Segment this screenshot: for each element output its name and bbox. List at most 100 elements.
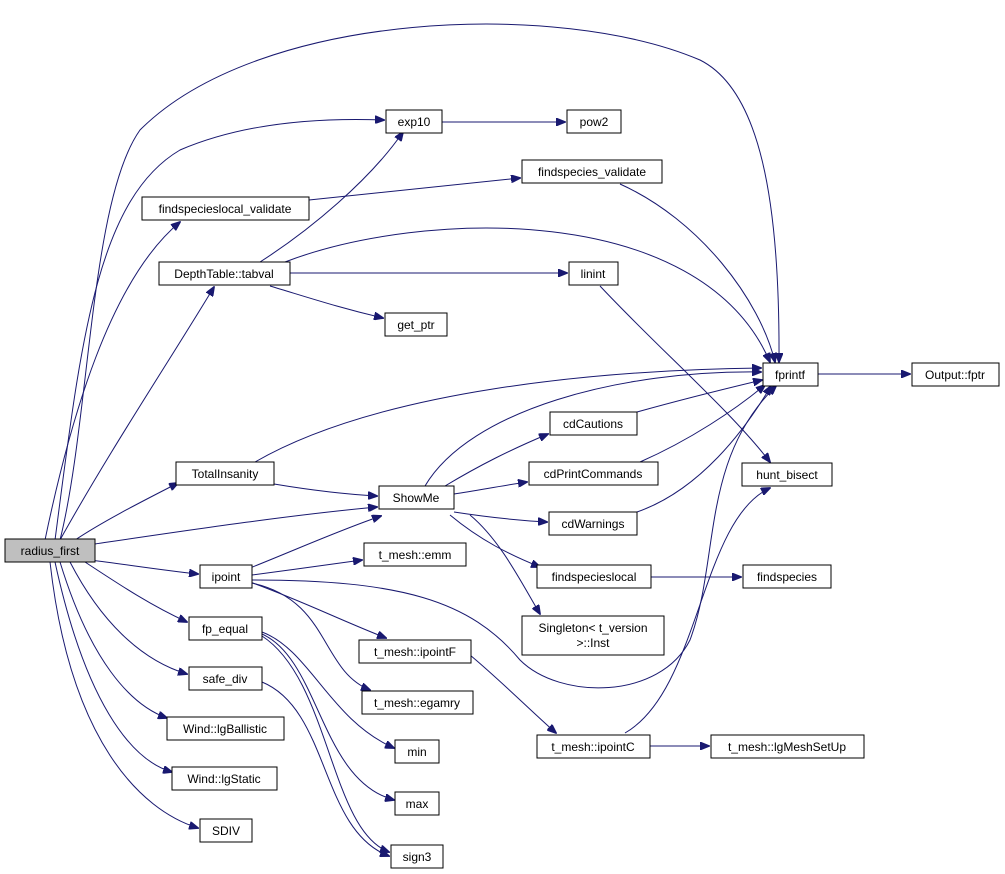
node-fprintf[interactable]: fprintf [762, 362, 819, 387]
node-wind-lgstatic[interactable]: Wind::lgStatic [171, 766, 278, 791]
node-label: linint [581, 267, 606, 281]
node-label: SDIV [212, 824, 240, 838]
node-tmesh-ipointc[interactable]: t_mesh::ipointC [536, 734, 651, 759]
node-label: t_mesh::lgMeshSetUp [728, 740, 846, 754]
node-singleton-inst[interactable]: Singleton< t_version >::Inst [521, 615, 665, 656]
edge-safediv-sign3 [261, 681, 389, 856]
edge-tabval-getptr [269, 285, 383, 318]
edge-fslv-fsv [308, 178, 520, 201]
edge-showme-fsl [449, 514, 540, 567]
node-label: fprintf [775, 368, 806, 382]
node-totalinsanity[interactable]: TotalInsanity [175, 461, 275, 486]
node-ipoint[interactable]: ipoint [199, 564, 253, 589]
edge-showme-fprintf [424, 372, 761, 487]
edge-ipoint-ipointF [249, 581, 386, 638]
node-tmesh-emm[interactable]: t_mesh::emm [363, 542, 467, 567]
edge-radius-showme [94, 507, 377, 545]
node-pow2[interactable]: pow2 [566, 109, 622, 134]
nodes: radius_first exp10 pow2 findspecieslocal… [4, 109, 1000, 869]
node-label: exp10 [398, 115, 431, 129]
edge-showme-cdcautions [444, 434, 548, 487]
node-label: sign3 [403, 850, 432, 864]
node-hunt-bisect[interactable]: hunt_bisect [741, 462, 833, 487]
node-tmesh-ipointf[interactable]: t_mesh::ipointF [358, 639, 472, 664]
node-get-ptr[interactable]: get_ptr [384, 312, 448, 337]
edge-ti-showme [273, 483, 377, 496]
node-label: cdPrintCommands [544, 467, 643, 481]
node-radius-first[interactable]: radius_first [4, 538, 96, 563]
edge-ipoint-fprintf [251, 386, 776, 689]
node-showme[interactable]: ShowMe [378, 485, 455, 510]
node-label-line2: >::Inst [576, 636, 610, 650]
node-label: get_ptr [397, 318, 434, 332]
node-wind-lgballistic[interactable]: Wind::lgBallistic [166, 716, 285, 741]
edge-radius-exp10 [54, 119, 384, 541]
edge-radius-sdiv [49, 561, 198, 828]
node-min[interactable]: min [394, 739, 440, 764]
edge-radius-lgstatic [54, 561, 172, 772]
node-label: findspecieslocal_validate [159, 202, 292, 216]
edge-radius-tabval [59, 287, 214, 541]
node-label: hunt_bisect [756, 468, 818, 482]
edge-cdc-fprintf [636, 380, 762, 413]
edge-radius-safediv [69, 561, 187, 674]
node-label: t_mesh::egamry [374, 696, 460, 710]
edge-cdw-fprintf [636, 386, 771, 513]
node-tmesh-lgmeshsetup[interactable]: t_mesh::lgMeshSetUp [710, 734, 865, 759]
node-label: findspecieslocal [552, 570, 637, 584]
node-findspecies[interactable]: findspecies [742, 564, 832, 589]
node-tmesh-egamry[interactable]: t_mesh::egamry [361, 690, 474, 715]
edge-ipointC-hunt [624, 488, 770, 734]
edge-showme-singleton [469, 514, 540, 614]
edge-showme-cdwarnings [453, 511, 547, 522]
node-label: TotalInsanity [192, 467, 259, 481]
node-cdprintcommands[interactable]: cdPrintCommands [528, 461, 659, 486]
edge-fpequal-min [261, 631, 394, 748]
node-label: cdWarnings [562, 517, 625, 531]
node-sign3[interactable]: sign3 [390, 844, 444, 869]
node-max[interactable]: max [394, 791, 440, 816]
edge-tabval-fprintf [284, 227, 770, 362]
edge-radius-ipoint [89, 559, 198, 574]
edge-fpequal-max [261, 633, 394, 800]
node-label: safe_div [203, 672, 248, 686]
node-findspecies-validate[interactable]: findspecies_validate [521, 159, 663, 184]
node-label: Wind::lgStatic [187, 772, 260, 786]
edge-radius-lgballistic [59, 561, 167, 718]
node-label: findspecies [757, 570, 817, 584]
node-safe-div[interactable]: safe_div [188, 666, 263, 691]
node-exp10[interactable]: exp10 [385, 109, 443, 134]
node-findspecieslocal-validate[interactable]: findspecieslocal_validate [141, 196, 310, 221]
edge-radius-fpequal [84, 561, 187, 622]
edge-radius-totalinsanity [74, 483, 178, 541]
node-cdwarnings[interactable]: cdWarnings [548, 511, 638, 536]
node-label: findspecies_validate [538, 165, 646, 179]
edge-ti-fprintf [254, 368, 761, 463]
node-linint[interactable]: linint [568, 261, 619, 286]
node-label: pow2 [580, 115, 609, 129]
node-label: ShowMe [393, 491, 440, 505]
edge-cdpc-fprintf [639, 385, 765, 463]
node-label: t_mesh::ipointC [551, 740, 635, 754]
node-label: max [406, 797, 429, 811]
edge-radius-fslv [44, 222, 180, 541]
edges [44, 23, 910, 856]
node-label-line1: Singleton< t_version [538, 621, 647, 635]
node-label: Wind::lgBallistic [183, 722, 267, 736]
node-findspecieslocal[interactable]: findspecieslocal [536, 564, 652, 589]
edge-tabval-exp10 [259, 132, 403, 263]
node-sdiv[interactable]: SDIV [199, 818, 253, 843]
node-fp-equal[interactable]: fp_equal [188, 616, 263, 641]
edge-showme-cdpc [453, 482, 527, 495]
node-output-fptr[interactable]: Output::fptr [911, 362, 1000, 387]
node-label: t_mesh::ipointF [374, 645, 456, 659]
node-label: DepthTable::tabval [174, 267, 273, 281]
edge-fpequal-sign3 [261, 635, 389, 852]
node-cdcautions[interactable]: cdCautions [549, 411, 638, 436]
node-depthtable-tabval[interactable]: DepthTable::tabval [158, 261, 291, 286]
node-label: fp_equal [202, 622, 248, 636]
node-label: min [407, 745, 426, 759]
edge-fsv-fprintf [619, 183, 775, 362]
edge-ipoint-emm [251, 560, 362, 576]
